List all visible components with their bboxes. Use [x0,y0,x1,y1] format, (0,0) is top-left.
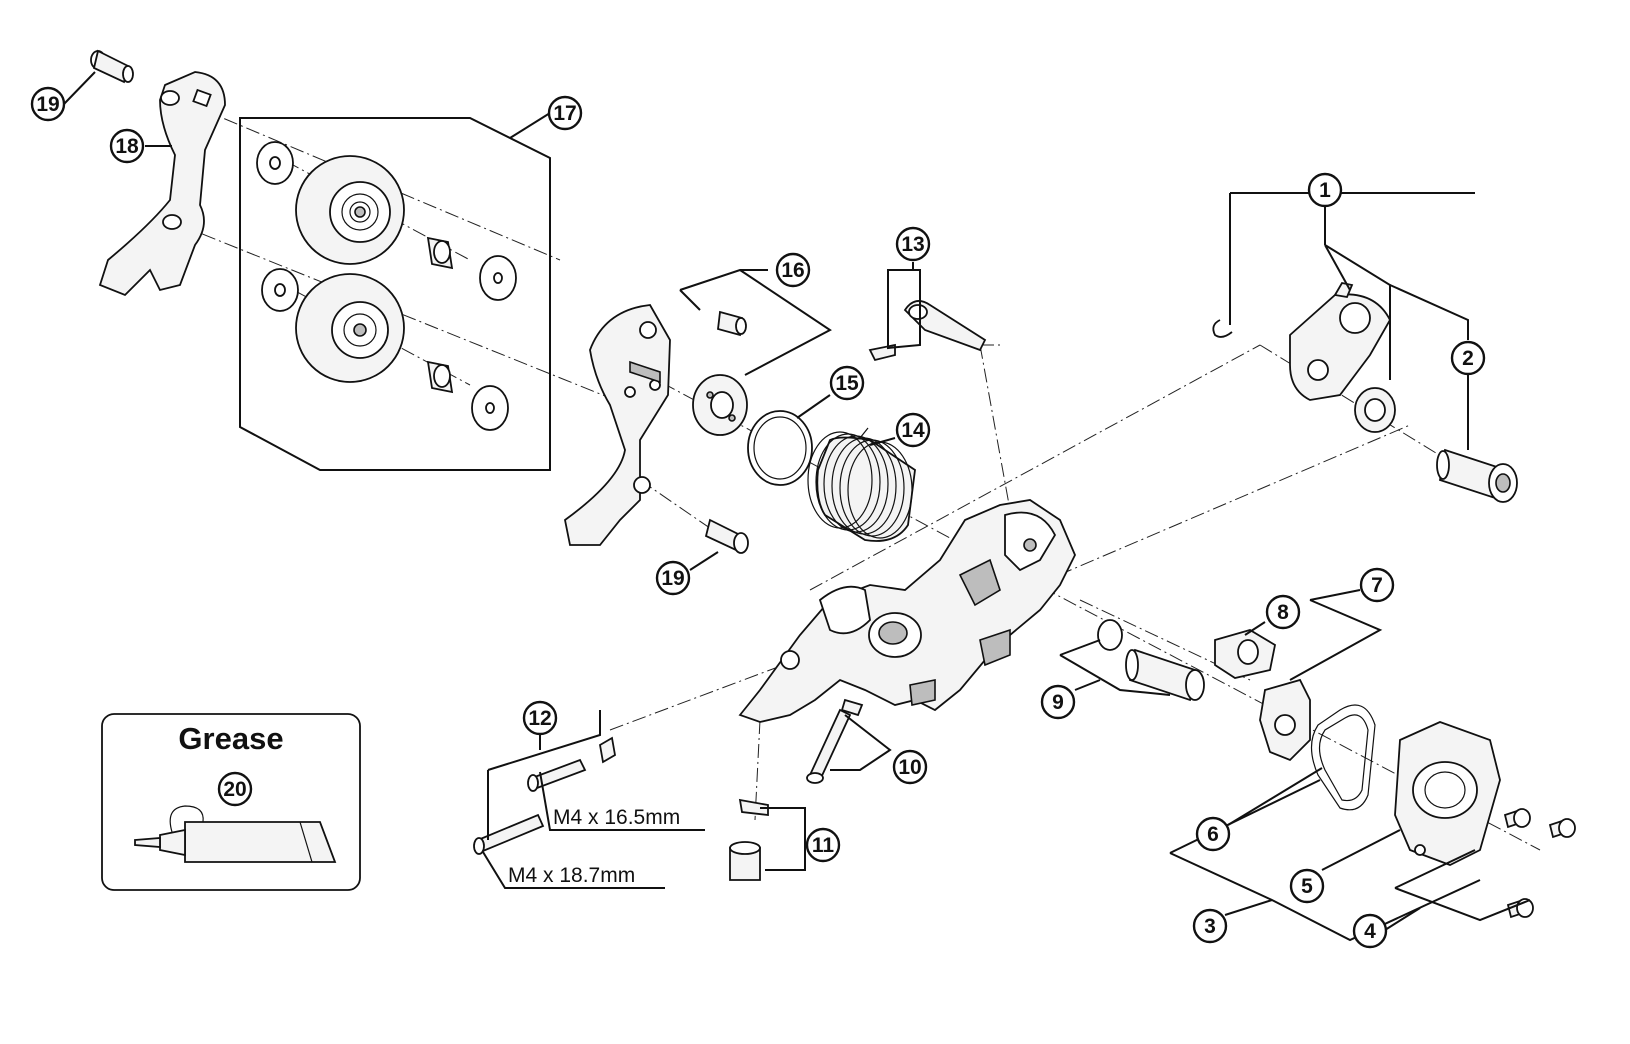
svg-text:11: 11 [812,834,835,857]
svg-text:18: 18 [115,135,139,158]
callout-11: 11 [805,827,841,863]
callout-5: 5 [1289,868,1325,904]
b-tension-bolts [473,736,616,855]
svg-text:2: 2 [1462,347,1474,370]
bracket-axle [1436,448,1518,503]
pulley-set [256,141,517,431]
callout-3: 3 [1192,908,1228,944]
callout-2: 2 [1450,340,1486,376]
svg-text:7: 7 [1371,574,1383,597]
outer-cage-plate [98,71,226,297]
svg-text:17: 17 [553,102,576,125]
cage-bolt-bottom [704,518,749,554]
cover-bolts [1503,808,1576,919]
callout-17: 17 [547,95,583,131]
spec-short-bolt: M4 x 16.5mm [553,806,680,829]
callout-14: 14 [895,412,931,448]
cage-stopper-pin [717,310,747,337]
svg-text:6: 6 [1207,823,1219,846]
callout-16: 16 [775,252,811,288]
callout-9: 9 [1040,684,1076,720]
derailleur-main-body [738,499,1076,723]
stabilizer-cover [1394,721,1501,866]
pulley-set-box [239,117,551,471]
clutch-cam [1214,629,1277,679]
callout-6: 6 [1195,816,1231,852]
inner-cage-plate [564,304,671,546]
spec-long-bolt: M4 x 18.7mm [508,864,635,887]
callout-10: 10 [892,749,928,785]
callout-19-top: 19 [30,86,66,122]
callout-20: 20 [217,771,253,807]
cable-bolt [729,798,769,881]
callout-12: 12 [522,700,558,736]
end-adjust-bolt [806,698,864,784]
svg-text:1: 1 [1319,179,1331,202]
callout-7: 7 [1359,567,1395,603]
svg-text:19: 19 [661,567,684,590]
cage-bolt-top [90,49,134,84]
svg-text:4: 4 [1364,920,1376,943]
svg-text:14: 14 [901,419,925,442]
grease-tube-icon [134,805,337,863]
bolt-specs: M4 x 16.5mm M4 x 18.7mm [482,771,705,889]
svg-text:9: 9 [1052,691,1064,714]
callout-19-bottom: 19 [655,560,691,596]
pivot-axle [1097,619,1205,702]
svg-text:5: 5 [1301,875,1313,898]
svg-text:15: 15 [835,372,859,395]
cover-seal [1310,704,1376,811]
svg-text:8: 8 [1277,601,1289,624]
svg-text:13: 13 [901,233,924,256]
tension-plate [692,374,748,436]
bracket-unit [1212,281,1396,433]
tension-spring [807,427,916,542]
clutch-lever [1259,678,1311,762]
svg-text:12: 12 [528,707,551,730]
callout-15: 15 [829,365,865,401]
callout-18: 18 [109,128,145,164]
callout-8: 8 [1265,594,1301,630]
svg-text:10: 10 [898,756,921,779]
svg-text:16: 16 [781,259,804,282]
svg-text:3: 3 [1204,915,1216,938]
svg-text:19: 19 [36,93,59,116]
leader-lines [63,71,1531,942]
callout-4: 4 [1352,913,1388,949]
spacer-ring [747,410,813,486]
grease-title: Grease [178,721,283,756]
callout-1: 1 [1307,172,1343,208]
callouts: 19 18 17 16 13 15 14 19 [30,86,1486,949]
svg-text:20: 20 [223,778,246,801]
callout-13: 13 [895,226,931,262]
